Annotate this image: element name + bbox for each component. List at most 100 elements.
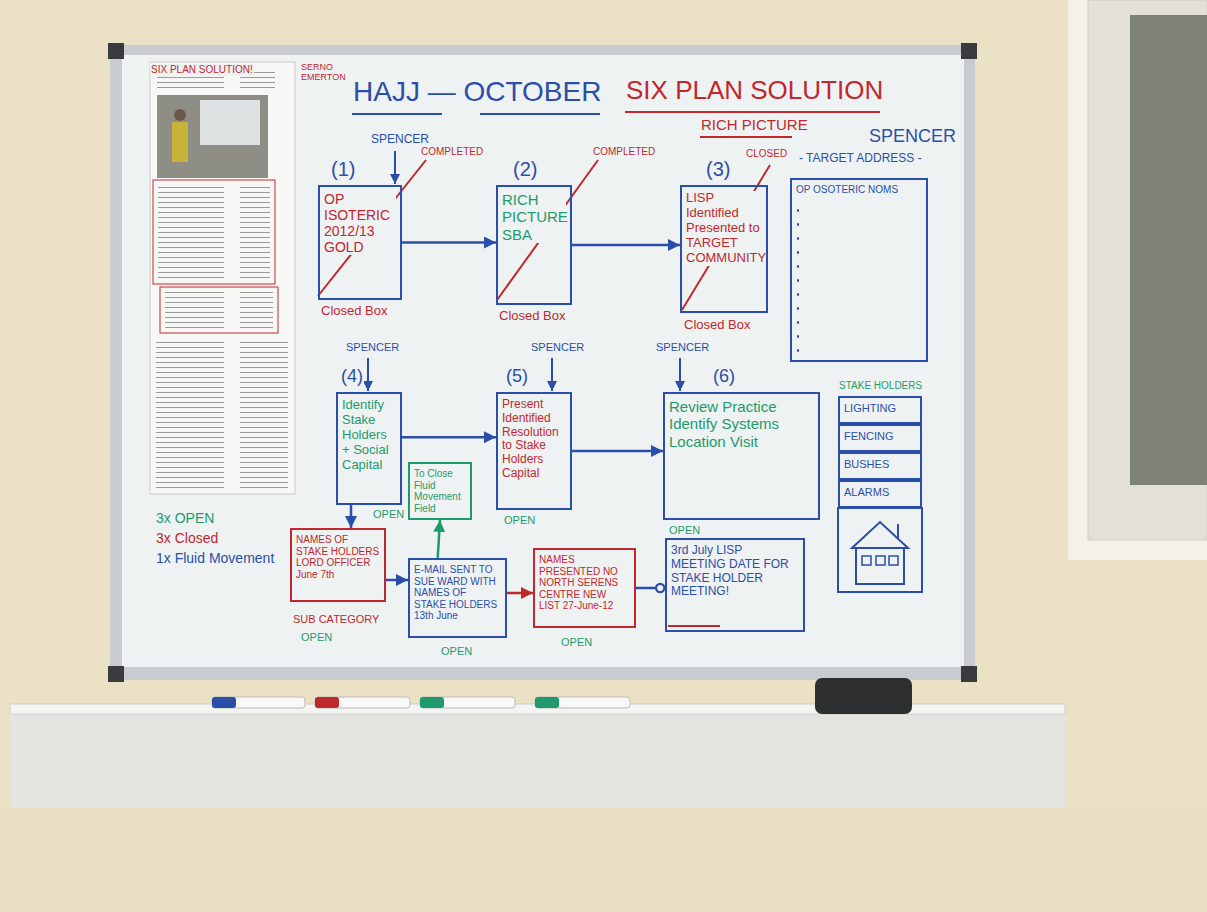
note-label: OPEN (440, 645, 473, 658)
process-box: NAMES OF STAKE HOLDERS LORD OFFICER June… (290, 528, 386, 602)
board-corner (961, 666, 977, 682)
note-label: (5) (505, 366, 529, 387)
note-label: (3) (705, 158, 731, 181)
box-text: NAMES OF STAKE HOLDERS LORD OFFICER June… (296, 534, 380, 580)
note-label: SPENCER (655, 341, 710, 354)
note-label: (4) (340, 366, 364, 387)
marker-pen (420, 697, 515, 708)
box-text: OP ISOTERIC 2012/13 GOLD (324, 191, 396, 255)
poster-frame (160, 287, 278, 333)
note-label: (1) (330, 158, 356, 181)
house-chimney (897, 524, 899, 539)
box-text: LISP Identified Presented to TARGET COMM… (686, 191, 762, 266)
note-label: Closed Box (320, 304, 388, 319)
note-label: (2) (512, 158, 538, 181)
process-box: LIGHTING (838, 396, 922, 424)
poster-sheet (150, 62, 295, 494)
arrow-connector (572, 244, 680, 247)
note-label: Closed Box (498, 309, 566, 324)
title-text: HAJJ — OCTOBER (352, 76, 602, 108)
box-text: FENCING (844, 430, 894, 443)
poster-text (158, 186, 270, 278)
process-box: E-MAIL SENT TO SUE WARD WITH NAMES OF ST… (408, 558, 507, 638)
box-text: LIGHTING (844, 402, 896, 415)
board-surface (122, 55, 964, 667)
marker-cap (420, 697, 444, 708)
underline (700, 136, 792, 138)
house-roof (852, 522, 908, 548)
house-window (876, 556, 885, 565)
window-frame (1068, 0, 1207, 560)
underline (625, 111, 880, 113)
underline (668, 625, 720, 627)
tick-marks (797, 210, 799, 355)
process-box: To Close Fluid Movement Field (408, 462, 472, 520)
process-box: LISP Identified Presented to TARGET COMM… (680, 185, 768, 313)
leader-arrow (679, 358, 681, 391)
note-label: STAKE HOLDERS (838, 380, 923, 392)
process-box: 3rd July LISP MEETING DATE FOR STAKE HOL… (665, 538, 805, 632)
marker-pen (212, 697, 305, 708)
marker-cap (315, 697, 339, 708)
board-corner (961, 43, 977, 59)
note-label: SPENCER (868, 126, 957, 147)
note-label: (6) (712, 366, 736, 387)
poster-frame (153, 180, 275, 284)
note-label: OPEN (668, 524, 701, 537)
marker-cap (535, 697, 559, 708)
arrow-connector (438, 520, 440, 558)
box-text: Review Practice Identify Systems Locatio… (669, 398, 814, 450)
note-label: OPEN (300, 631, 333, 644)
process-box: OP ISOTERIC 2012/13 GOLD (318, 185, 402, 300)
box-text: Present Identified Resolution to Stake H… (502, 398, 566, 481)
poster-text (165, 292, 273, 328)
box-text: RICH PICTURE SBA (502, 191, 566, 243)
house-box (838, 508, 922, 592)
arrow-connector (350, 505, 353, 528)
process-box: Present Identified Resolution to Stake H… (496, 392, 572, 510)
note-label: 3x Closed (155, 530, 219, 546)
leader-arrow (394, 151, 396, 184)
note-label: OPEN (372, 508, 405, 521)
arrow-connector (402, 241, 496, 244)
poster-photo (157, 95, 268, 178)
note-label: Closed Box (683, 318, 751, 333)
arrow-connector (636, 587, 665, 590)
marker-pen (315, 697, 410, 708)
note-label: SIX PLAN SOLUTION! (150, 64, 254, 76)
note-label: SPENCER (530, 341, 585, 354)
house-window (862, 556, 871, 565)
arrow-connector (386, 579, 408, 582)
note-label: SERNO EMERTON (300, 62, 352, 83)
note-label: OPEN (560, 636, 593, 649)
note-label: COMPLETED (592, 146, 656, 158)
board-frame (110, 45, 975, 680)
note-label: 1x Fluid Movement (155, 550, 275, 566)
process-box: OP OSOTERIC NOMS (790, 178, 928, 362)
poster-text (156, 340, 288, 488)
box-text: ALARMS (844, 486, 889, 499)
leader-arrow (551, 358, 553, 391)
process-box: BUSHES (838, 452, 922, 480)
underline (480, 113, 600, 115)
box-text: BUSHES (844, 458, 889, 471)
note-label: SUB CATEGORY (292, 613, 380, 626)
box-text: 3rd July LISP MEETING DATE FOR STAKE HOL… (671, 544, 799, 599)
house-window (889, 556, 898, 565)
process-box: ALARMS (838, 480, 922, 508)
window-glass (1130, 15, 1207, 485)
photo-person (174, 109, 186, 121)
box-text: Identify Stake Holders + Social Capital (342, 398, 396, 473)
shelf (10, 710, 1065, 808)
arrow-connector (402, 436, 496, 439)
note-label: - TARGET ADDRESS - (798, 152, 923, 166)
note-label: COMPLETED (420, 146, 484, 158)
marker-cap (212, 697, 236, 708)
arrow-connector (507, 592, 533, 595)
board-corner (108, 666, 124, 682)
